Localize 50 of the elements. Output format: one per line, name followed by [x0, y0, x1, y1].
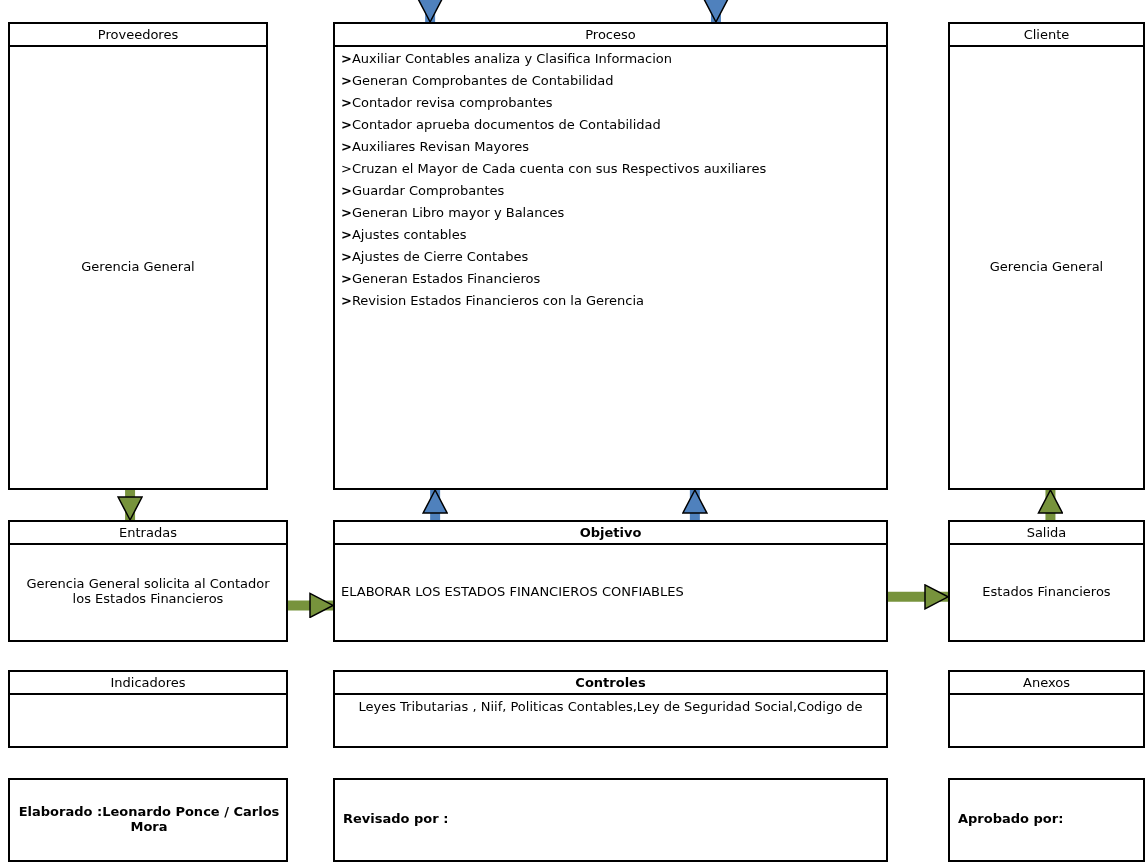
block-arrow: [703, 0, 729, 23]
block-arrow: [1037, 489, 1064, 520]
form-box: [948, 520, 1145, 642]
block-arrow: [888, 584, 949, 610]
body-text: >Guardar Comprobantes: [341, 182, 506, 200]
form-box: [8, 778, 288, 862]
body-text: Estados Financieros: [981, 582, 1112, 601]
section-heading: Controles: [335, 672, 886, 695]
block-arrow: [117, 490, 143, 521]
section-heading: Objetivo: [335, 522, 886, 545]
section-heading: Cliente: [950, 24, 1143, 47]
body-text: >Contador aprueba documentos de Contabilidad: [341, 116, 662, 134]
form-box: [948, 22, 1145, 490]
body-text: Gerencia General solicita al Contador los Estados Financieros: [25, 575, 271, 608]
signature-label: Aprobado por:: [958, 810, 1065, 828]
section-heading: Proceso: [335, 24, 886, 47]
form-box: [948, 670, 1145, 748]
form-box: [8, 520, 288, 642]
body-text: >Generan Comprobantes de Contabilidad: [341, 72, 615, 90]
section-heading: Indicadores: [10, 672, 286, 695]
block-arrow: [422, 489, 448, 520]
section-heading: Salida: [950, 522, 1143, 545]
signature-label: Revisado por :: [343, 810, 450, 828]
block-arrow: [417, 0, 443, 23]
body-text: >Auxiliar Contables analiza y Clasifica Informacion: [341, 50, 674, 68]
body-text: ELABORAR LOS ESTADOS FINANCIEROS CONFIABLES: [341, 582, 685, 601]
section-heading: Proveedores: [10, 24, 266, 47]
body-text: >Revision Estados Financieros con la Gerencia: [341, 292, 646, 310]
body-text: >Generan Estados Financieros: [341, 270, 542, 288]
form-box: [8, 670, 288, 748]
form-box: [333, 670, 888, 748]
body-text: Gerencia General: [80, 257, 196, 276]
section-heading: Anexos: [950, 672, 1143, 695]
block-arrow: [288, 592, 334, 619]
section-heading: Entradas: [10, 522, 286, 545]
form-box: [333, 22, 888, 490]
body-text: >Ajustes de Cierre Contabes: [341, 248, 530, 266]
form-box: [8, 22, 268, 490]
form-box: [333, 778, 888, 862]
block-arrow: [682, 489, 708, 520]
form-box: [333, 520, 888, 642]
body-text: >Generan Libro mayor y Balances: [341, 204, 566, 222]
body-text: >Contador revisa comprobantes: [341, 94, 554, 112]
form-box: [948, 778, 1145, 862]
body-text: >Auxiliares Revisan Mayores: [341, 138, 531, 156]
body-text: Leyes Tributarias , Niif, Politicas Contables,Ley de Seguridad Social,Codigo de: [357, 698, 864, 716]
signature-label: Elaborado :Leonardo Ponce / Carlos Mora: [18, 802, 280, 836]
body-text: >Ajustes contables: [341, 226, 468, 244]
body-text: >Cruzan el Mayor de Cada cuenta con sus Respectivos auxiliares: [341, 160, 768, 178]
body-text: Gerencia General: [988, 257, 1105, 276]
